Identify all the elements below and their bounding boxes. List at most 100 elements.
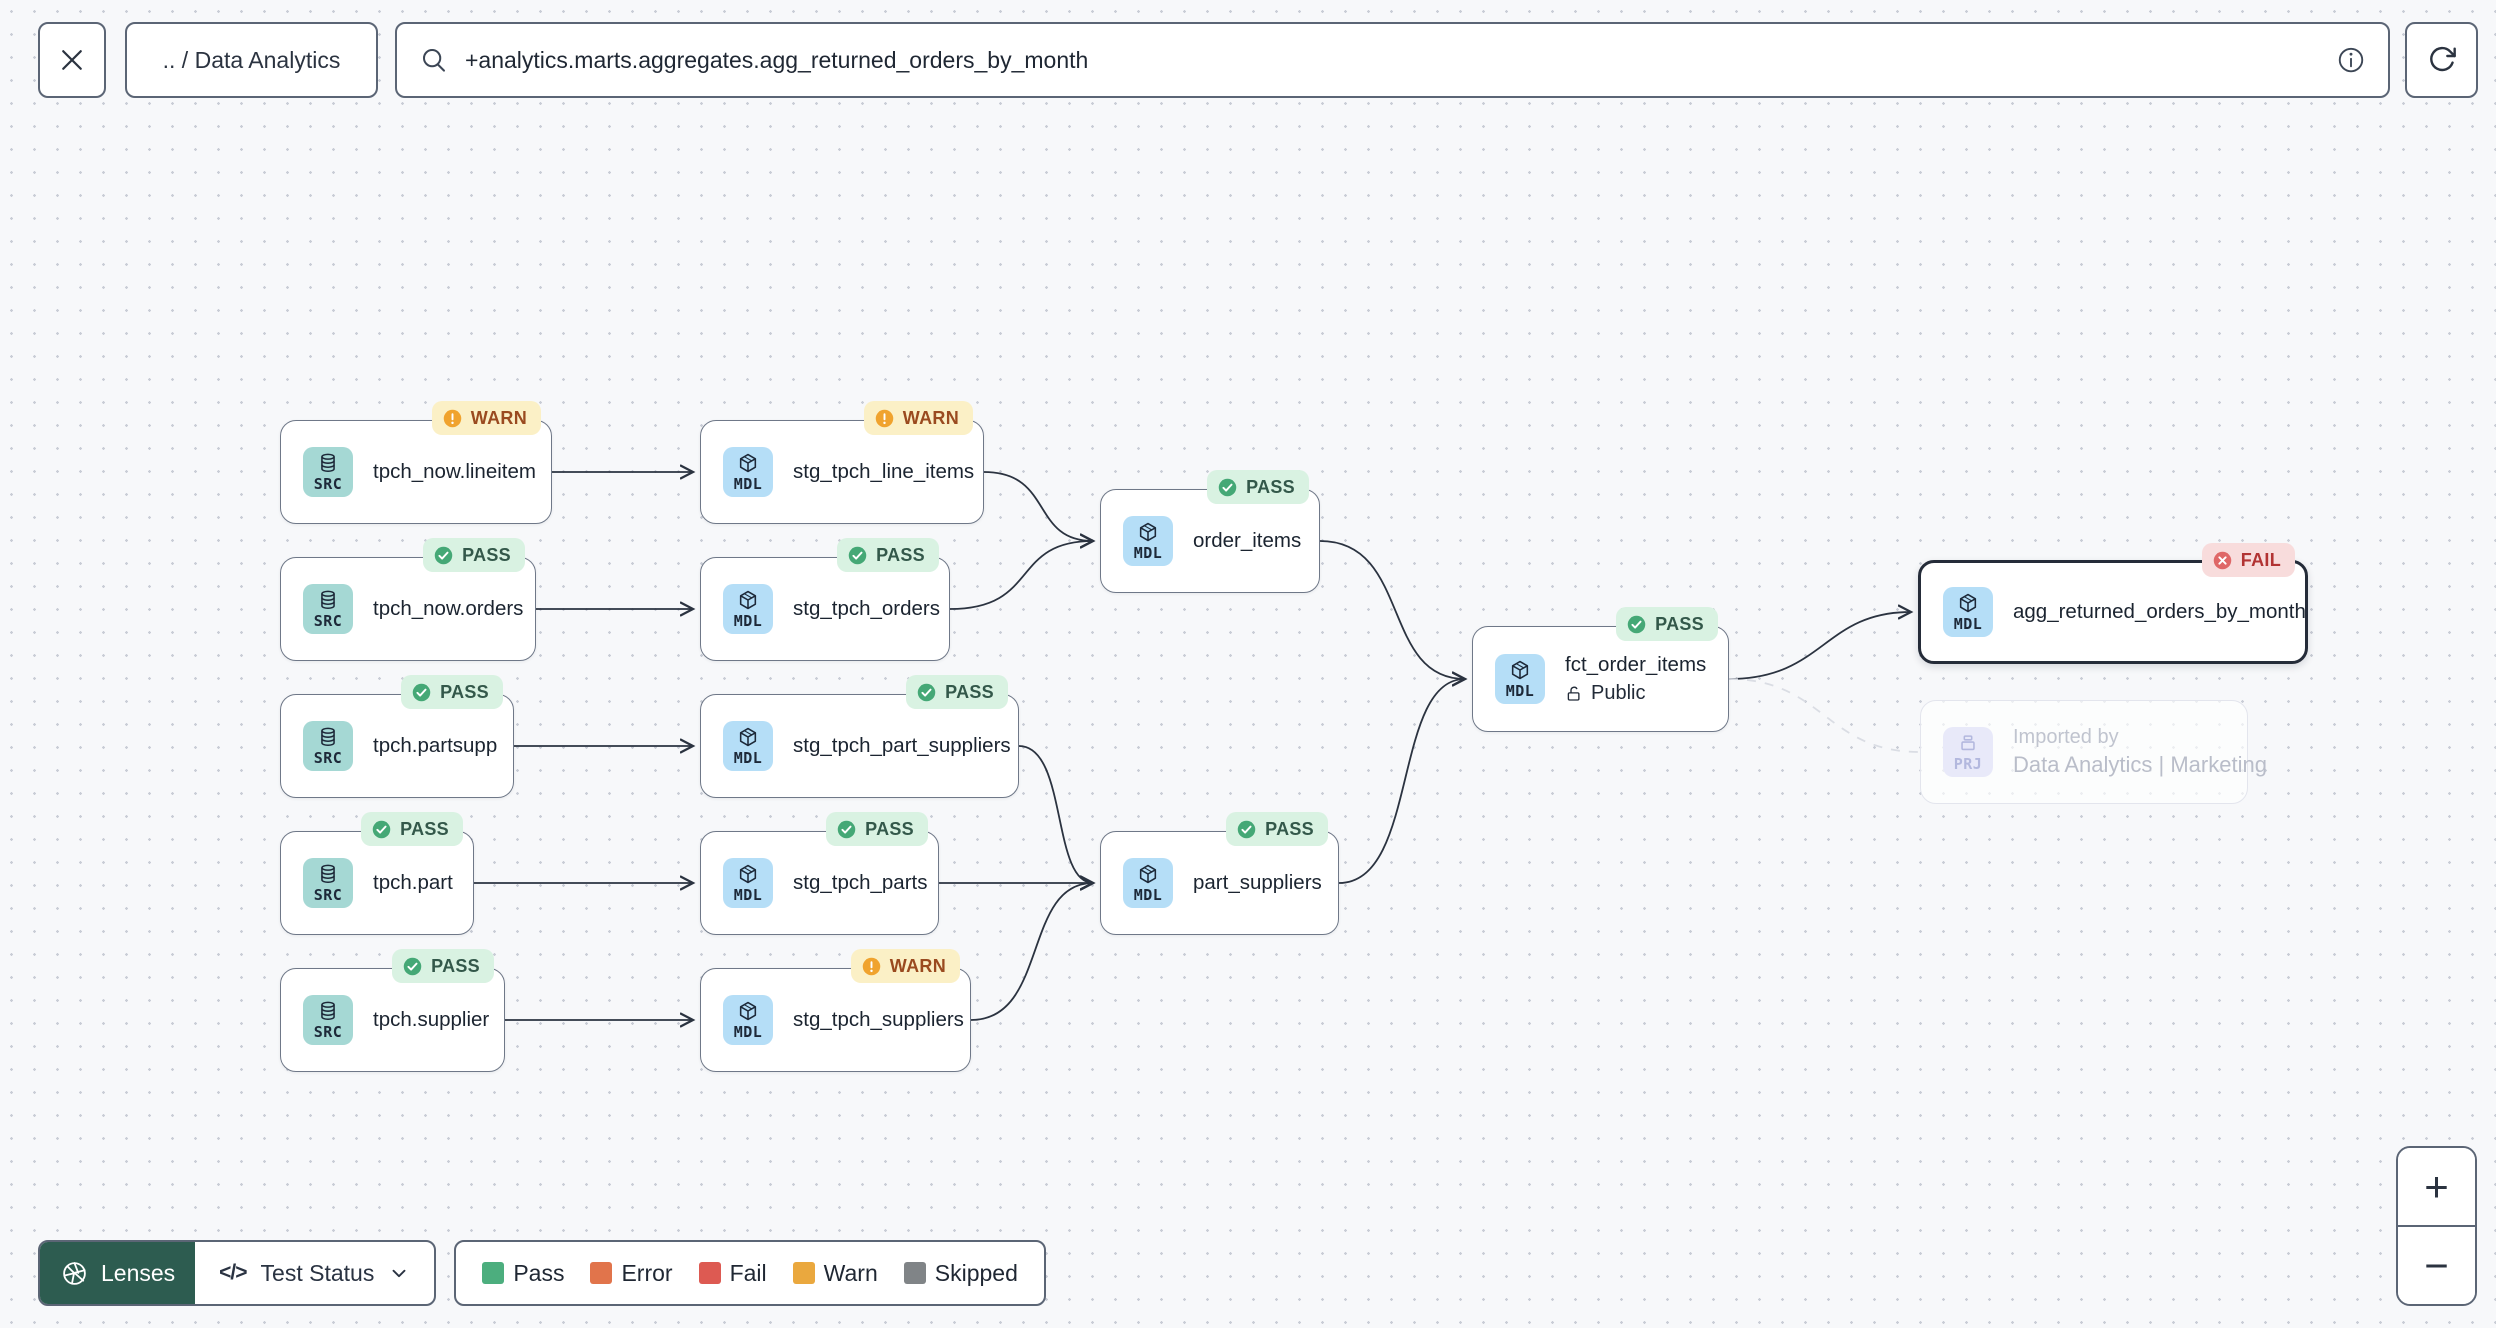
mdl-chip: MDL xyxy=(723,584,773,634)
node-agg_returned_orders_by_month[interactable]: FAIL MDL agg_returned_orders_by_month xyxy=(1918,543,2308,664)
chip-kind-label: MDL xyxy=(1953,614,1983,633)
warn-icon xyxy=(861,956,882,977)
badge-label: PASS xyxy=(400,818,449,839)
lineage-edge xyxy=(1018,745,1093,883)
lenses-button[interactable]: Lenses xyxy=(40,1242,196,1304)
node-label: stg_tpch_part_suppliers xyxy=(793,734,1011,757)
node-stg_tpch_part_suppliers[interactable]: PASS MDL stg_tpch_part_suppliers xyxy=(700,675,1019,798)
pass-icon xyxy=(847,545,868,566)
test-status-badge: FAIL xyxy=(2201,543,2295,577)
src-chip: SRC xyxy=(303,995,353,1045)
node-label: stg_tpch_suppliers xyxy=(793,1008,964,1031)
legend-swatch xyxy=(698,1262,721,1284)
badge-label: WARN xyxy=(902,407,959,428)
node-label: order_items xyxy=(1193,529,1302,552)
mdl-chip: MDL xyxy=(1123,516,1173,566)
close-button[interactable] xyxy=(38,22,106,98)
cube-icon xyxy=(737,452,759,474)
badge-label: PASS xyxy=(462,544,511,565)
legend-item-skipped: Skipped xyxy=(903,1260,1018,1287)
badge-label: PASS xyxy=(945,681,994,702)
node-label: tpch_now.lineitem xyxy=(373,460,536,483)
legend-item-error: Error xyxy=(590,1260,673,1287)
breadcrumb-label: .. / Data Analytics xyxy=(162,46,341,73)
test-status-badge: PASS xyxy=(1226,812,1328,846)
fail-icon xyxy=(2212,550,2233,571)
pass-icon xyxy=(1217,477,1238,498)
top-bar: .. / Data Analytics xyxy=(0,0,2496,120)
test-status-badge: PASS xyxy=(1207,470,1309,504)
node-tpch_now_lineitem[interactable]: WARN SRC tpch_now.lineitem xyxy=(280,401,552,524)
zoom-out-button[interactable]: − xyxy=(2398,1225,2475,1304)
search-bar xyxy=(395,22,2390,98)
aperture-icon xyxy=(60,1259,89,1288)
node-stg_tpch_orders[interactable]: PASS MDL stg_tpch_orders xyxy=(700,538,950,661)
mdl-chip: MDL xyxy=(723,995,773,1045)
breadcrumb[interactable]: .. / Data Analytics xyxy=(125,22,378,98)
cube-icon xyxy=(1137,521,1159,543)
test-status-legend: Pass Error Fail Warn Skipped xyxy=(454,1240,1046,1306)
legend-swatch xyxy=(792,1262,815,1284)
database-icon xyxy=(317,726,339,748)
node-label: part_suppliers xyxy=(1193,871,1322,894)
lineage-edge xyxy=(1319,540,1465,679)
node-label: agg_returned_orders_by_month xyxy=(2013,600,2306,623)
lineage-edge xyxy=(1728,612,1911,680)
mdl-chip: MDL xyxy=(723,858,773,908)
chip-kind-label: MDL xyxy=(733,748,763,767)
badge-label: PASS xyxy=(431,955,480,976)
cube-icon xyxy=(1137,863,1159,885)
pass-icon xyxy=(371,819,392,840)
test-status-badge: WARN xyxy=(863,401,973,435)
badge-label: PASS xyxy=(865,818,914,839)
zoom-in-button[interactable]: + xyxy=(2398,1148,2475,1225)
refresh-button[interactable] xyxy=(2405,22,2478,98)
badge-label: PASS xyxy=(1655,613,1704,634)
src-chip: SRC xyxy=(303,584,353,634)
node-label: fct_order_items xyxy=(1565,653,1707,676)
test-status-badge: PASS xyxy=(826,812,928,846)
test-status-badge: PASS xyxy=(837,538,939,572)
node-label: stg_tpch_orders xyxy=(793,597,941,620)
pass-icon xyxy=(916,682,937,703)
search-input[interactable] xyxy=(465,46,2318,74)
prj-chip: PRJ xyxy=(1943,727,1993,777)
lineage-edge xyxy=(983,471,1093,541)
chip-kind-label: MDL xyxy=(733,885,763,904)
badge-label: PASS xyxy=(440,681,489,702)
lineage-edge xyxy=(970,883,1093,1021)
search-icon xyxy=(423,49,445,72)
node-order_items[interactable]: PASS MDL order_items xyxy=(1100,470,1320,593)
legend-item-warn: Warn xyxy=(792,1260,878,1287)
pass-icon xyxy=(411,682,432,703)
lineage-edge xyxy=(1338,679,1465,884)
chip-kind-label: SRC xyxy=(313,611,343,630)
node-label: Imported by xyxy=(2013,726,2119,748)
node-tpch_now_orders[interactable]: PASS SRC tpch_now.orders xyxy=(280,538,536,661)
lens-selector[interactable]: </> Test Status xyxy=(195,1242,434,1304)
lenses-label: Lenses xyxy=(101,1259,176,1286)
node-label: tpch_now.orders xyxy=(373,597,524,620)
pass-icon xyxy=(1236,819,1257,840)
mdl-chip: MDL xyxy=(1943,587,1993,637)
test-status-badge: PASS xyxy=(1616,607,1718,641)
chip-kind-label: SRC xyxy=(313,474,343,493)
info-icon[interactable] xyxy=(2336,45,2366,75)
node-label: tpch.part xyxy=(373,871,453,894)
legend-item-fail: Fail xyxy=(698,1260,767,1287)
badge-label: PASS xyxy=(1246,476,1295,497)
pass-icon xyxy=(836,819,857,840)
test-status-badge: WARN xyxy=(431,401,541,435)
node-label: stg_tpch_line_items xyxy=(793,460,975,483)
legend-label: Pass xyxy=(513,1259,565,1286)
